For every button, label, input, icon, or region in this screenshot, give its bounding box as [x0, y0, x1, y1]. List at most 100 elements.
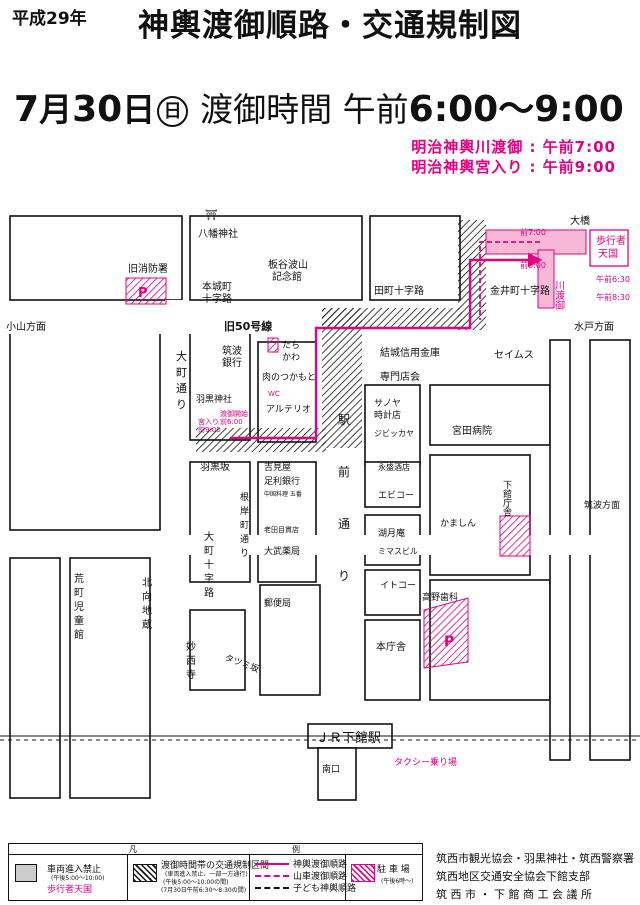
label-miya-iri: 宮入り: [198, 417, 219, 426]
legend-item2: 渡御時間帯の交通規制区間: [161, 861, 270, 871]
label-seims: セイムス: [494, 349, 534, 361]
label-honjo-1: 本城町: [202, 280, 232, 293]
label-omachi-cross-2: 町: [204, 546, 214, 557]
shrine-route: [230, 252, 543, 440]
label-mae800: 前8:00: [520, 260, 546, 270]
label-itaya-2: 記念館: [272, 270, 302, 283]
label-mito: 水戸方面: [574, 320, 614, 333]
label-station: ＪＲ下館駅: [316, 731, 381, 746]
label-tsukuba-direction: 筑波方面: [584, 499, 620, 511]
legend-item3: 神輿渡御順路: [293, 860, 348, 870]
page-title: 神輿渡御順路・交通規制図: [138, 8, 522, 44]
label-nanko: 南口: [322, 763, 340, 775]
label-yuki-bank: 結城信用金庫: [380, 346, 440, 359]
label-sanoya-1: サノヤ: [374, 398, 401, 409]
label-arakawa-4: 童: [74, 614, 84, 627]
legend-title-2: 例: [292, 845, 300, 854]
label-eki: 駅: [338, 413, 350, 427]
weekday-badge: 日: [157, 96, 189, 127]
label-kitamuki-2: 向: [142, 590, 152, 603]
label-kyushobo: 旧消防署: [128, 262, 168, 275]
label-miyata: 宮田病院: [452, 424, 492, 437]
label-daibu: 大武薬局: [264, 545, 300, 557]
route-map: ⛩ 八幡神社 大橋 歩行者 天国 午前6:30 午前8:30 前7:00 前8:…: [0, 209, 640, 801]
legend-item2-note: (車両進入禁止、一部一方通行): [165, 871, 248, 878]
label-chuka: 中国料理 五番: [264, 490, 302, 498]
time-range: 6:00〜9:00: [408, 89, 624, 130]
label-omachi-cross-5: 路: [204, 586, 214, 599]
label-haguro: 羽黒神社: [196, 393, 232, 405]
roads: [0, 300, 640, 740]
float-route: [479, 241, 540, 320]
label-jibiccaya: ジビッカヤ: [374, 429, 414, 438]
label-tachi-1: たち: [282, 340, 300, 351]
label-old50: 旧50号線: [224, 319, 272, 333]
label-myosai-2: 西: [186, 656, 196, 667]
label-kitamuki-1: 北: [142, 577, 152, 589]
legend-item6-sub: (午後6時〜): [381, 878, 414, 885]
label-oita: 老田目貫店: [264, 525, 299, 534]
shrine-symbol: ⛩: [205, 209, 218, 221]
label-arakawa-5: 館: [74, 628, 84, 641]
label-myosai-1: 妙: [186, 640, 196, 653]
label-mae900: 前9:00: [198, 425, 221, 434]
label-tsukuba-bank-1: 筑波: [222, 344, 242, 357]
organizer-line-2: 筑西地区交通安全協会下館支部: [436, 870, 590, 883]
label-ebicoo: エビコー: [378, 490, 414, 501]
label-dori: 通: [338, 517, 350, 531]
label-ri: り: [338, 569, 350, 583]
date-day-unit: 日: [122, 90, 156, 129]
legend-item2-time: (午後5:00〜10:00の間): [163, 879, 229, 886]
label-omachi-dori-4: り: [176, 398, 187, 411]
label-niku: 肉のつかもと: [262, 371, 316, 383]
label-omachi-dori-2: 町: [176, 366, 187, 379]
label-arakawa-3: 児: [74, 601, 84, 613]
label-itoko: イトコー: [380, 581, 416, 591]
label-omachi-cross-3: 十: [204, 558, 214, 571]
label-negishi-3: 町: [240, 521, 249, 531]
label-kitamuki-4: 蔵: [142, 618, 152, 631]
legend-item2-note2: (7月30日午前6:30〜8:30の間): [161, 887, 247, 894]
schedule-river: 明治神輿川渡御 : 午前7:00: [411, 138, 616, 156]
date-day: 30: [72, 89, 123, 130]
organizer-line-1: 筑西市観光協会・羽黒神社・筑西警察署: [436, 852, 634, 865]
label-kamashin: かましん: [440, 518, 476, 529]
label-negishi-1: 根: [240, 491, 249, 503]
label-sanoya-2: 時計店: [374, 409, 401, 421]
label-negishi-2: 岸: [240, 506, 249, 517]
label-kawa-togyo: 川渡御: [553, 280, 565, 311]
parking-label-1: P: [138, 286, 148, 301]
legend: 凡 例 車両進入禁止 (午後5:00〜10:00) 歩行者天国 渡御時間帯の交通…: [8, 843, 423, 901]
label-shimodate-office: 下館庁舎: [501, 480, 512, 517]
label-omachi-cross-4: 字: [204, 572, 214, 585]
legend-item4: 山車渡御順路: [293, 872, 348, 882]
label-tachi-2: かわ: [282, 352, 300, 363]
label-takano: 高野歯科: [422, 591, 458, 603]
time-label: 渡御時間 午前: [200, 90, 409, 129]
label-ohashi: 大橋: [570, 214, 590, 227]
label-tsukuba-bank-2: 銀行: [222, 356, 242, 369]
label-arakawa-1: 荒: [74, 573, 84, 585]
parking-takano: [423, 597, 469, 669]
label-wc-1: WC: [268, 390, 280, 398]
label-myosai-3: 寺: [186, 669, 196, 681]
header-year: 平成29年: [12, 9, 87, 29]
label-honjo-2: 十字路: [202, 292, 232, 305]
label-omachi-cross-1: 大: [204, 530, 214, 543]
label-koyama: 小山方面: [6, 320, 46, 333]
label-hagurozaka: 羽黒坂: [200, 461, 230, 473]
label-kominto: 湖月庵: [378, 527, 405, 539]
date-month: 7: [14, 89, 40, 130]
regulated-zone: [196, 220, 486, 452]
label-mae: 前: [338, 464, 350, 479]
organizer-line-3: 筑 西 市 ・ 下 館 商 工 会 議 所: [436, 888, 592, 901]
label-tamachi: 田町十字路: [374, 284, 424, 297]
parking-shimodate: [499, 515, 531, 557]
parking-old-fire: [125, 277, 167, 305]
label-yubinkyoku: 郵便局: [264, 597, 291, 609]
label-kitamuki-3: 地: [142, 604, 152, 617]
label-negishi-5: り: [240, 548, 249, 559]
date-month-unit: 月: [39, 90, 73, 129]
label-togyo-kaishi: 渡御開始: [220, 409, 248, 418]
label-kanai: 金井町十字路: [490, 284, 550, 297]
